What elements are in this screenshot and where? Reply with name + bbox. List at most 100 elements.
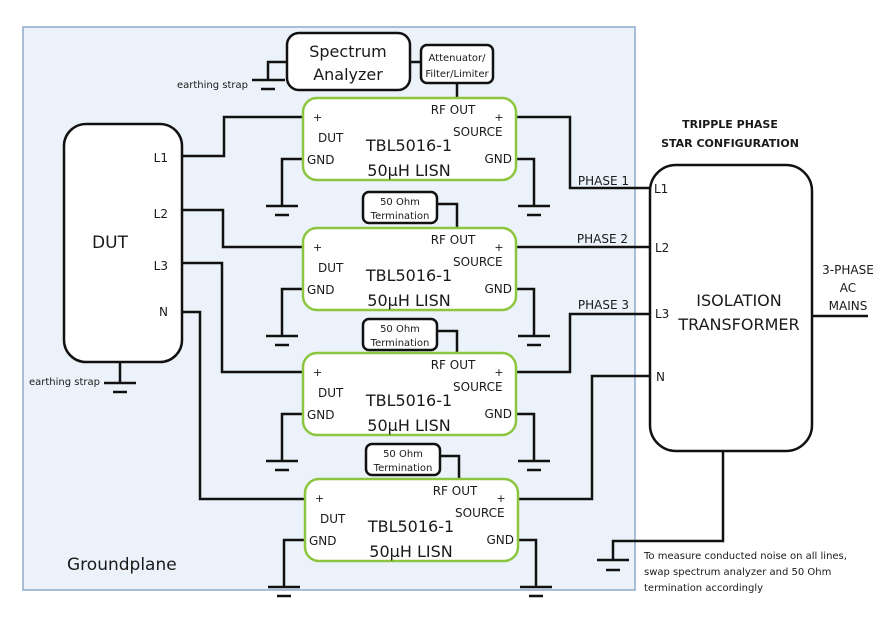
- transformer-label-line2: TRANSFORMER: [677, 315, 799, 334]
- wire-phase-1: [517, 115, 650, 190]
- wire-n: [182, 310, 305, 501]
- termination-line2: Termination: [373, 463, 433, 474]
- wire-transformer-ground: [611, 451, 725, 560]
- termination-box: [361, 190, 439, 225]
- transformer-pin-l3: L3: [655, 307, 669, 321]
- wire-lisn-gnd-right: [516, 412, 536, 461]
- lisn-source-plus: +: [494, 366, 503, 379]
- wire-l2: [182, 208, 303, 249]
- mains-line1: 3-PHASE: [822, 263, 874, 277]
- ground-icon: [266, 459, 298, 472]
- wire-phase-3: [515, 312, 650, 374]
- ground-icon: [268, 585, 300, 598]
- wire-lisn-gnd-right: [516, 287, 536, 336]
- wire-lisn-gnd-right: [518, 538, 538, 587]
- lisn-desc-label: 50µH LISN: [367, 416, 450, 435]
- ground-icon: [597, 558, 629, 572]
- dut-pin-l3: L3: [154, 259, 168, 273]
- dut-pin-n: N: [159, 305, 168, 319]
- mains-line3: MAINS: [829, 299, 868, 313]
- groundplane-label: Groundplane: [67, 555, 177, 575]
- lisn-dut-label: DUT: [318, 131, 344, 145]
- wire-lisn-gnd-left: [280, 287, 303, 336]
- ground-icon: [518, 459, 550, 472]
- lisn-box: [301, 351, 518, 437]
- transformer-pin-l1: L1: [654, 182, 668, 196]
- sa-earthing-label: earthing strap: [177, 80, 248, 91]
- dut-label: DUT: [92, 233, 129, 253]
- wire-lisn-gnd-right: [516, 157, 536, 206]
- note-line2: swap spectrum analyzer and 50 Ohm: [644, 567, 831, 578]
- ground-icon: [252, 78, 285, 91]
- spectrum-analyzer-line1: Spectrum: [309, 42, 387, 61]
- dut-box: [62, 122, 184, 364]
- wire-lisn-gnd-left: [282, 538, 305, 587]
- isolation-transformer-box: [648, 163, 814, 453]
- wire-termination: [437, 329, 459, 353]
- lisn-dut-plus: +: [313, 111, 322, 124]
- lisn-rf-out-label: RF OUT: [431, 233, 476, 247]
- lisn-gnd-left-label: GND: [309, 534, 337, 548]
- attenuator-line1: Attenuator/: [429, 53, 487, 64]
- phase-3-label: PHASE 3: [578, 298, 629, 312]
- lisn-box: [303, 477, 520, 563]
- spectrum-analyzer-line2: Analyzer: [313, 65, 383, 84]
- lisn-model-label: TBL5016-1: [367, 517, 454, 536]
- wire-l3: [182, 261, 303, 374]
- lisn-source-label: SOURCE: [455, 506, 505, 520]
- wire-lisn-gnd-left: [280, 412, 303, 461]
- transformer-pin-l2: L2: [655, 241, 669, 255]
- lisn-rf-out-label: RF OUT: [431, 358, 476, 372]
- ground-icon: [266, 334, 298, 347]
- lisn-model-label: TBL5016-1: [365, 391, 452, 410]
- wire-termination: [440, 454, 461, 479]
- ground-icon: [518, 334, 550, 347]
- lisn-dut-label: DUT: [320, 512, 346, 526]
- termination-line2: Termination: [370, 211, 430, 222]
- note-line1: To measure conducted noise on all lines,: [643, 551, 847, 562]
- mains-line2: AC: [840, 281, 856, 295]
- lisn-source-label: SOURCE: [453, 125, 503, 139]
- transformer-title-line2: STAR CONFIGURATION: [661, 137, 799, 150]
- lisn-gnd-right-label: GND: [484, 407, 512, 421]
- lisn-source-label: SOURCE: [453, 255, 503, 269]
- dut-pin-l2: L2: [154, 207, 168, 221]
- lisn-source-label: SOURCE: [453, 380, 503, 394]
- transformer-title-line1: TRIPPLE PHASE: [682, 118, 778, 131]
- wire-neutral: [518, 374, 650, 501]
- attenuator-line2: Filter/Limiter: [425, 69, 489, 80]
- lisn-gnd-right-label: GND: [484, 152, 512, 166]
- dut-pin-l1: L1: [154, 151, 168, 165]
- dut-earthing-label: earthing strap: [29, 377, 100, 388]
- lisn-dut-label: DUT: [318, 386, 344, 400]
- termination-line2: Termination: [370, 338, 430, 349]
- lisn-layer: RF OUT + + DUT SOURCE GND GND TBL5016-1 50µH LIS…: [266, 96, 552, 598]
- lisn-desc-label: 50µH LISN: [367, 161, 450, 180]
- lisn-rf-out-label: RF OUT: [431, 103, 476, 117]
- wire-sa-earthing: [266, 60, 287, 80]
- lisn-dut-label: DUT: [318, 261, 344, 275]
- lisn-gnd-left-label: GND: [307, 283, 335, 297]
- phase-1-label: PHASE 1: [578, 174, 629, 188]
- spectrum-analyzer-box: [285, 31, 412, 92]
- termination-line1: 50 Ohm: [380, 324, 420, 335]
- note-line3: termination accordingly: [644, 583, 763, 594]
- lisn-rf-out-label: RF OUT: [433, 484, 478, 498]
- attenuator-box: [419, 43, 495, 85]
- lisn-gnd-right-label: GND: [484, 282, 512, 296]
- lisn-source-plus: +: [494, 241, 503, 254]
- lisn-box: [301, 226, 518, 312]
- ground-icon: [520, 585, 552, 598]
- lisn-model-label: TBL5016-1: [365, 266, 452, 285]
- lisn-desc-label: 50µH LISN: [367, 291, 450, 310]
- wire-l1: [182, 115, 303, 158]
- lisn-source-plus: +: [494, 111, 503, 124]
- lisn-box: [301, 96, 518, 182]
- lisn-dut-plus: +: [315, 492, 324, 505]
- transformer-pin-n: N: [656, 370, 665, 384]
- phase-2-label: PHASE 2: [577, 232, 628, 246]
